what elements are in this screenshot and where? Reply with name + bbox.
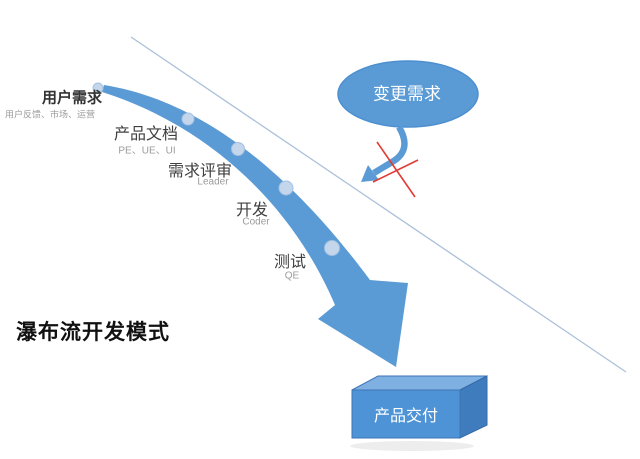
- box-front-face: [351, 389, 461, 439]
- stage-5-sublabel: QE: [284, 270, 300, 282]
- stage-4-label: 开发: [235, 202, 269, 219]
- stage-5-label: 测试: [273, 254, 307, 271]
- change-request-label: 变更需求: [373, 84, 441, 104]
- delivery-box-label: 产品交付: [373, 408, 439, 425]
- page-title: 瀑布流开发模式: [16, 320, 170, 344]
- stage-3-sublabel: Leader: [197, 176, 229, 188]
- cross-stroke: [376, 141, 416, 198]
- box-shadow: [350, 441, 474, 451]
- stage-marker-dot: [92, 82, 104, 94]
- stage-3-label: 需求评审: [167, 163, 233, 180]
- stage-marker-dot: [278, 180, 294, 196]
- rejection-cross-icon: [372, 141, 419, 198]
- change-request-bubble: [337, 60, 479, 128]
- stage-2-label: 产品文档: [113, 126, 179, 143]
- stage-4-sublabel: Coder: [242, 216, 270, 228]
- stage-2-sublabel: PE、UE、UI: [118, 145, 176, 157]
- divider-line: [130, 36, 627, 373]
- stage-marker-dot: [181, 112, 195, 126]
- delivery-box-3d: [350, 375, 488, 451]
- waterfall-flow-arrow: [102, 85, 408, 367]
- change-request-arrow: [372, 125, 408, 176]
- cross-stroke: [372, 159, 419, 183]
- stage-marker-dot: [231, 142, 245, 156]
- stage-1-label: 用户需求: [41, 89, 103, 107]
- stage-1-sublabel: 用户反馈、市场、运营: [4, 109, 96, 120]
- stage-marker-dot: [324, 240, 340, 256]
- change-request-arrowhead: [361, 165, 379, 182]
- stage-marker-dots: [92, 82, 340, 256]
